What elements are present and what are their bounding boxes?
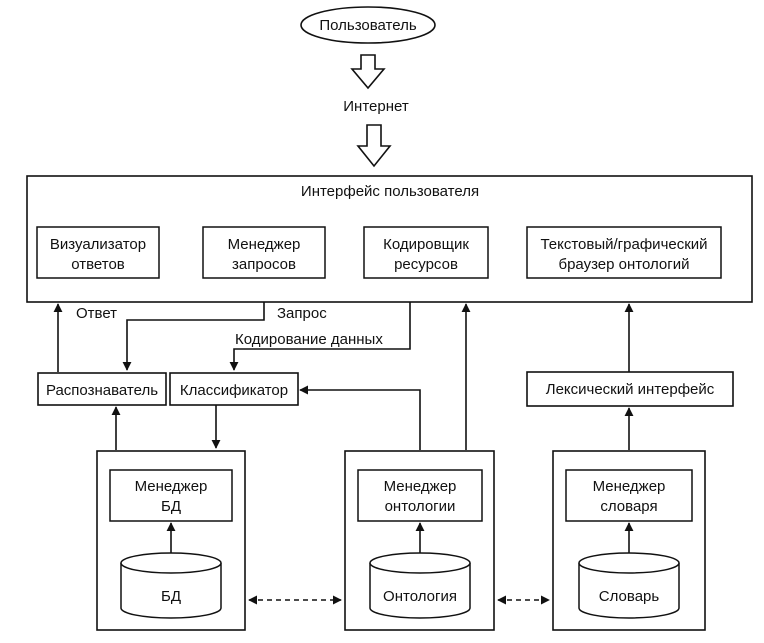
db-manager-box [109,469,233,522]
dictionary-cylinder-top [578,552,680,574]
dictionary-block: Менеджер словаря Словарь [552,450,706,631]
query-arrow [122,302,265,371]
answer-visualizer-line1: Визуализатор [50,236,146,253]
db-manager-line1: Менеджер [135,478,208,495]
ontology-manager-line1: Менеджер [384,478,457,495]
answer-label: Ответ [76,305,117,322]
data-encoding-arrow [229,302,411,371]
dictionary-manager-box [565,469,693,522]
data-encoding-label: Кодирование данных [235,331,383,348]
resource-encoder-line1: Кодировщик [383,236,469,253]
ontology-browser-box [526,226,722,279]
query-manager-box [202,226,326,279]
hollow-arrow-user-internet [350,54,386,90]
ontology-manager-box [357,469,483,522]
user-interface-box: Интерфейс пользователя Визуализатор отве… [26,175,753,303]
internet-label: Интернет [343,98,409,115]
ontology-to-classifier-arrow [299,385,421,450]
dictionary-store-label: Словарь [599,588,660,605]
classifier-box [169,372,299,406]
db-store-label: БД [161,588,181,605]
db-manager-line2: БД [161,498,181,515]
dictionary-manager-line1: Менеджер [593,478,666,495]
dictionary-manager-line2: словаря [600,498,657,515]
dictionary-cylinder-body [578,563,680,619]
db-cylinder-body [120,563,222,619]
answer-visualizer-line2: ответов [71,256,125,273]
ontology-cylinder-body [369,563,471,619]
query-label: Запрос [277,305,327,322]
ontology-cylinder-top [369,552,471,574]
user-node: Пользователь [300,6,436,44]
ontology-store-label: Онтология [383,588,457,605]
ontology-block: Менеджер онтологии Онтология [344,450,495,631]
recognizer-label: Распознаватель [46,382,158,399]
db-cylinder-top [120,552,222,574]
resource-encoder-line2: ресурсов [394,256,458,273]
query-manager-line1: Менеджер [228,236,301,253]
db-block: Менеджер БД БД [96,450,246,631]
recognizer-box [37,372,167,406]
user-label: Пользователь [319,17,417,34]
ontology-manager-line2: онтологии [385,498,456,515]
lexical-interface-label: Лексический интерфейс [546,381,715,398]
query-manager-line2: запросов [232,256,296,273]
answer-visualizer-box [36,226,160,279]
user-interface-title: Интерфейс пользователя [301,183,479,200]
hollow-arrow-internet-ui [356,124,392,168]
resource-encoder-box [363,226,489,279]
lexical-interface-box [526,371,734,407]
ontology-browser-line2: браузер онтологий [558,256,689,273]
ontology-browser-line1: Текстовый/графический [540,236,707,253]
classifier-label: Классификатор [180,382,288,399]
